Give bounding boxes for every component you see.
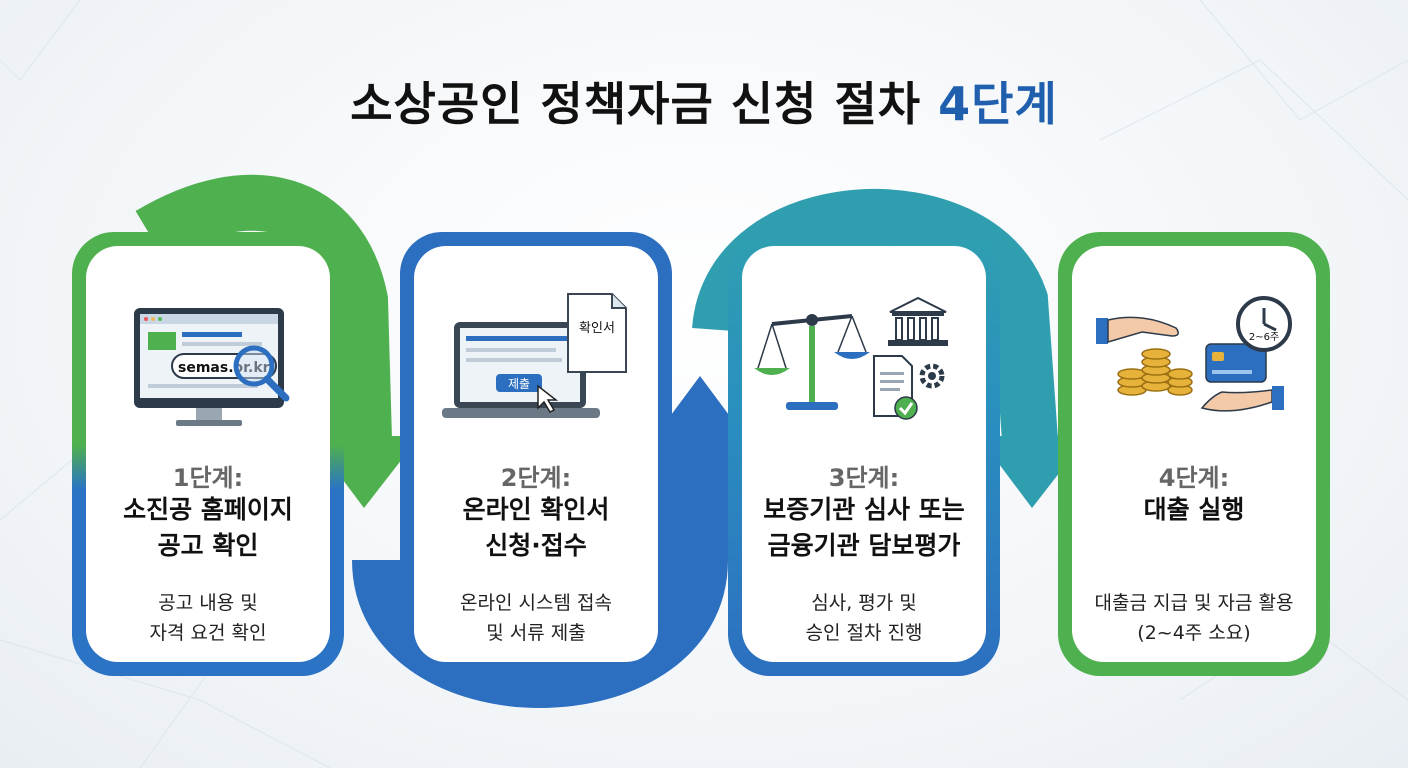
step-description-line: 승인 절차 진행 — [805, 622, 923, 644]
page-title: 소상공인 정책자금 신청 절차 4단계 — [0, 68, 1408, 134]
step-description: 공고 내용 및 자격 요건 확인 — [86, 588, 330, 648]
step-description: 온라인 시스템 접속 및 서류 제출 — [414, 588, 658, 648]
step-card-2-body: 제출 확인서 2단계: 온라인 확인서 신청·접수 온라인 시스템 접속 및 서… — [414, 246, 658, 662]
laptop-document-icon: 제출 확인서 — [442, 293, 627, 418]
step-card-3: 3단계: 보증기관 심사 또는 금융기관 담보평가 심사, 평가 및 승인 절차… — [728, 232, 1000, 676]
step-description-line: 온라인 시스템 접속 — [460, 592, 612, 614]
step-heading-line: 신청·접수 — [485, 531, 587, 560]
submit-button-text: 제출 — [508, 377, 530, 391]
title-accent: 4단계 — [938, 77, 1058, 131]
step-heading-line: 금융기관 담보평가 — [767, 531, 961, 560]
step-description: 심사, 평가 및 승인 절차 진행 — [742, 588, 986, 648]
step-card-4: 2~6주 4단계: 대출 실행 대출금 지급 및 자금 활용 (2~4주 소요) — [1058, 232, 1330, 676]
step-description: 대출금 지급 및 자금 활용 (2~4주 소요) — [1072, 588, 1316, 648]
flow-arrow-1-to-2 — [135, 174, 392, 441]
step-heading-line: 소진공 홈페이지 — [123, 495, 293, 524]
hands-coins-card-clock-icon: 2~6주 — [1096, 296, 1292, 412]
step-description-line: (2~4주 소요) — [1137, 622, 1251, 644]
step-number: 4단계: — [1158, 464, 1230, 492]
step-heading-line: 온라인 확인서 — [462, 495, 610, 524]
step-number: 3단계: — [828, 464, 900, 492]
scale-bank-document-icon — [754, 296, 948, 420]
monitor-magnifier-icon: semas.or.kr — [134, 308, 290, 426]
step-description-line: 심사, 평가 및 — [811, 592, 917, 614]
step-heading: 소진공 홈페이지 공고 확인 — [86, 492, 330, 564]
step-description-line: 자격 요건 확인 — [149, 622, 267, 644]
step-card-3-body: 3단계: 보증기관 심사 또는 금융기관 담보평가 심사, 평가 및 승인 절차… — [742, 246, 986, 662]
document-label: 확인서 — [579, 321, 615, 336]
step-heading: 온라인 확인서 신청·접수 — [414, 492, 658, 564]
step-card-4-body: 2~6주 4단계: 대출 실행 대출금 지급 및 자금 활용 (2~4주 소요) — [1072, 246, 1316, 662]
flow-arrow-2-to-3 — [352, 440, 728, 708]
step-card-1-body: semas.or.kr 1단계: 소진공 홈페이지 공고 확인 공고 내용 및 … — [86, 246, 330, 662]
step-number: 1단계: — [172, 464, 244, 492]
step-heading: 대출 실행 — [1072, 492, 1316, 528]
step-description-line: 대출금 지급 및 자금 활용 — [1094, 592, 1294, 614]
step-heading-line: 보증기관 심사 또는 — [763, 495, 965, 524]
step-description-line: 및 서류 제출 — [486, 622, 586, 644]
step-heading-line: 공고 확인 — [157, 531, 259, 560]
step-heading-line: 대출 실행 — [1143, 495, 1245, 524]
step-card-2: 제출 확인서 2단계: 온라인 확인서 신청·접수 온라인 시스템 접속 및 서… — [400, 232, 672, 676]
flow-arrowhead-2 — [648, 376, 752, 446]
step-number: 2단계: — [500, 464, 572, 492]
step-description-line: 공고 내용 및 — [158, 592, 258, 614]
clock-label: 2~6주 — [1249, 332, 1279, 343]
title-main: 소상공인 정책자금 신청 절차 — [350, 77, 939, 131]
step-card-1: semas.or.kr 1단계: 소진공 홈페이지 공고 확인 공고 내용 및 … — [72, 232, 344, 676]
step-heading: 보증기관 심사 또는 금융기관 담보평가 — [742, 492, 986, 564]
